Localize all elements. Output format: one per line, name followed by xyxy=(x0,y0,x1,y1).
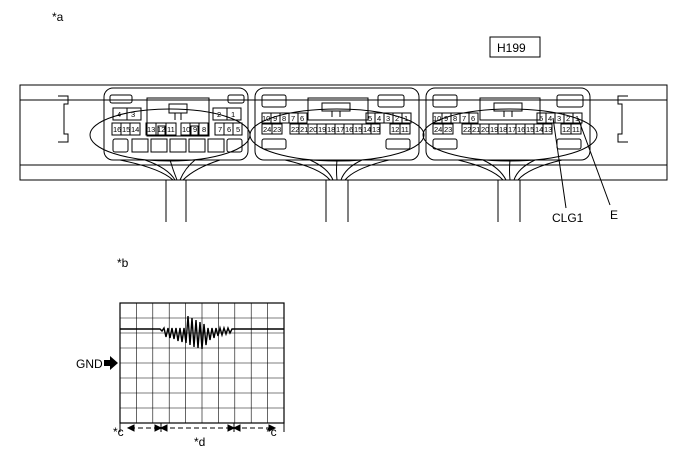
c2-pin: 21 xyxy=(300,125,308,134)
c1-pin: 1 xyxy=(231,110,235,119)
c2-pin: 14 xyxy=(363,125,371,134)
connector-id-box xyxy=(489,36,541,58)
c3-pin: 18 xyxy=(499,125,507,134)
connector-id: H199 xyxy=(497,41,526,55)
c2-pin: 22 xyxy=(291,125,299,134)
ecu-housing xyxy=(19,84,668,181)
c2-pin: 5 xyxy=(368,114,372,123)
c3-pin: 10 xyxy=(433,114,441,123)
c3-pin: 14 xyxy=(535,125,543,134)
c3-pin: 8 xyxy=(453,114,457,123)
c3-pin: 7 xyxy=(462,114,466,123)
c2-pin: 9 xyxy=(273,114,277,123)
c2-pin: 16 xyxy=(345,125,353,134)
label-c-left: *c xyxy=(113,425,124,439)
c2-pin: 1 xyxy=(404,114,408,123)
c2-pin: 2 xyxy=(395,114,399,123)
label-e: E xyxy=(610,208,618,222)
connector-1 xyxy=(103,87,249,161)
time-span-markers xyxy=(119,423,285,432)
gnd-arrow-icon xyxy=(104,356,118,370)
c2-pin: 10 xyxy=(262,114,270,123)
c2-pin: 23 xyxy=(273,125,281,134)
label-clg1: CLG1 xyxy=(552,211,584,225)
c2-pin: 17 xyxy=(336,125,344,134)
c3-pin: 3 xyxy=(557,114,561,123)
c3-pin: 6 xyxy=(471,114,475,123)
c1-pin: 14 xyxy=(131,125,139,134)
c3-pin: 24 xyxy=(434,125,442,134)
c3-pin: 9 xyxy=(444,114,448,123)
label-gnd: GND xyxy=(76,357,103,371)
c2-pin: 3 xyxy=(386,114,390,123)
c3-pin: 23 xyxy=(444,125,452,134)
connector-3 xyxy=(425,87,591,161)
oscilloscope-grid xyxy=(119,302,285,424)
label-d: *d xyxy=(194,435,205,449)
c3-pin: 22 xyxy=(463,125,471,134)
c3-pin: 17 xyxy=(508,125,516,134)
label-c-right: *c xyxy=(266,425,277,439)
c2-pin: 24 xyxy=(263,125,271,134)
c2-pin: 6 xyxy=(300,114,304,123)
c3-pin: 20 xyxy=(481,125,489,134)
c2-pin: 18 xyxy=(327,125,335,134)
c2-pin: 8 xyxy=(282,114,286,123)
c2-pin: 12 xyxy=(391,125,399,134)
connector-2 xyxy=(254,87,420,161)
c3-pin: 11 xyxy=(572,125,580,134)
c1-pin: 7 xyxy=(218,125,222,134)
c3-pin: 5 xyxy=(539,114,543,123)
label-a: *a xyxy=(52,10,64,24)
c1-pin: 11 xyxy=(167,125,175,134)
c1-pin: 8 xyxy=(202,125,206,134)
c1-pin: 10 xyxy=(182,125,190,134)
c3-pin: 13 xyxy=(544,125,552,134)
c3-pin: 4 xyxy=(548,114,552,123)
c3-pin: 21 xyxy=(472,125,480,134)
c2-pin: 13 xyxy=(372,125,380,134)
c1-pin: 13 xyxy=(147,125,155,134)
c1-pin: 9 xyxy=(193,125,197,134)
c1-pin: 3 xyxy=(131,110,135,119)
c3-pin: 2 xyxy=(566,114,570,123)
c3-pin: 12 xyxy=(562,125,570,134)
wire-harness xyxy=(89,108,598,222)
c1-pin: 5 xyxy=(236,125,240,134)
c2-pin: 20 xyxy=(309,125,317,134)
c3-pin: 19 xyxy=(490,125,498,134)
leader-lines xyxy=(552,117,611,209)
c2-pin: 19 xyxy=(318,125,326,134)
c1-pin: 16 xyxy=(113,125,121,134)
c3-pin: 15 xyxy=(526,125,534,134)
c2-pin: 11 xyxy=(401,125,409,134)
c3-pin: 16 xyxy=(517,125,525,134)
c2-pin: 15 xyxy=(354,125,362,134)
c1-pin: 12 xyxy=(157,125,165,134)
c1-pin: 6 xyxy=(227,125,231,134)
c2-pin: 7 xyxy=(291,114,295,123)
c2-pin: 4 xyxy=(377,114,381,123)
c1-pin: 15 xyxy=(122,125,130,134)
label-b: *b xyxy=(117,256,129,270)
signal-trace xyxy=(120,315,284,350)
